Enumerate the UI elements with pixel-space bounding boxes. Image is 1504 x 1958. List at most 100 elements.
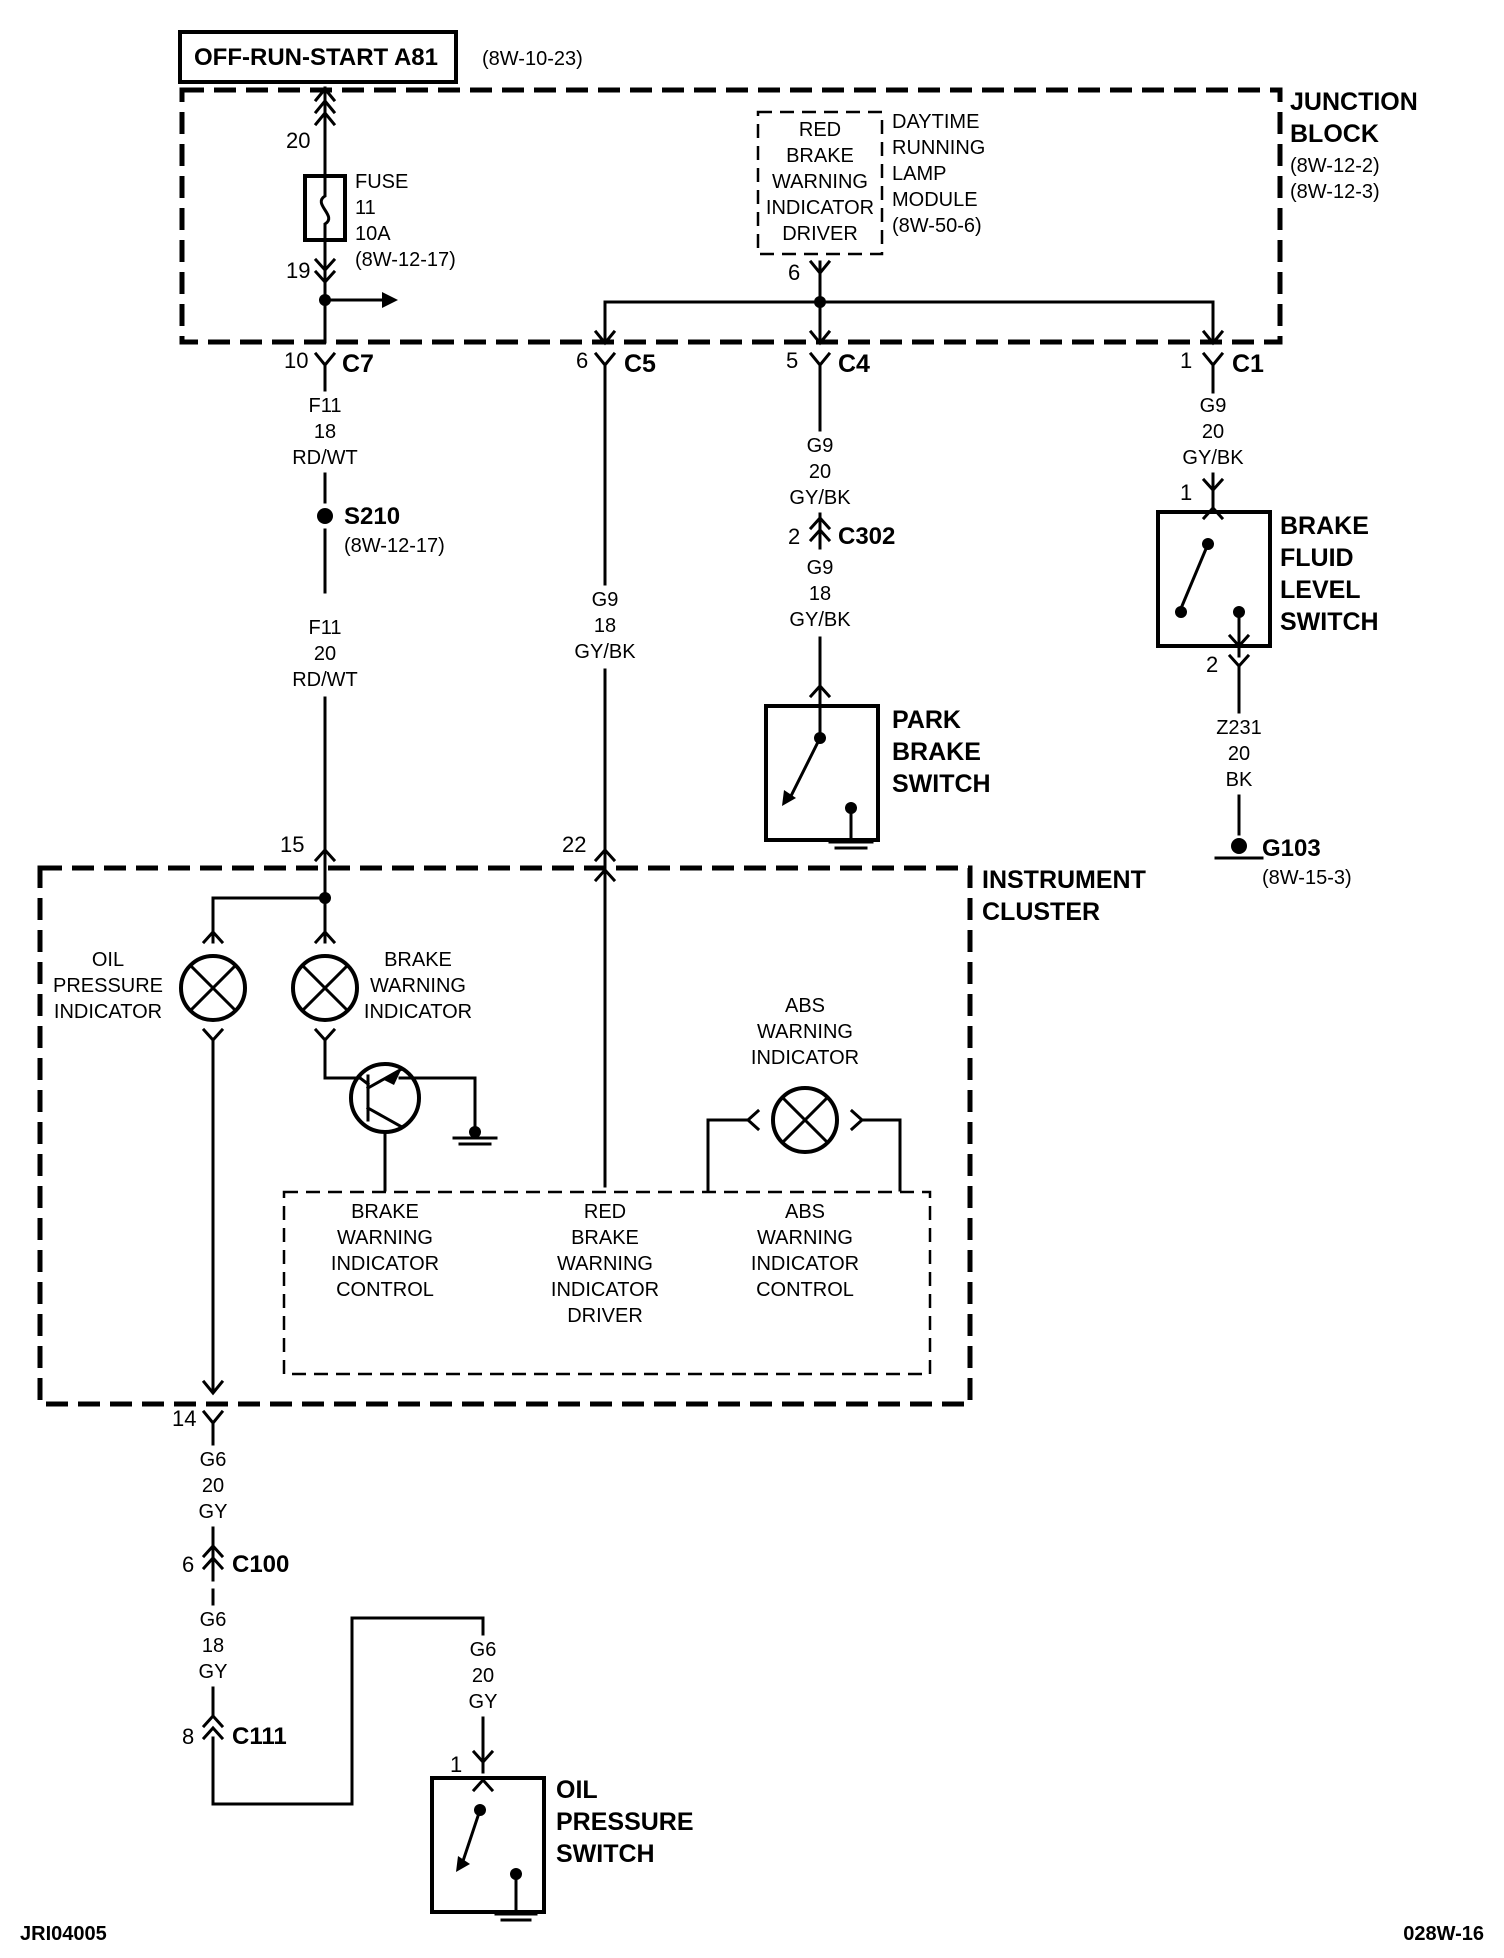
fuse-11: 20 19 FUSE 11 10A (8W-12-17) (286, 86, 456, 344)
wire-label-f11-lower: F11 20 RD/WT (292, 617, 358, 691)
connector-c7: 10 C7 (284, 348, 374, 378)
module-abs-control-line: INDICATOR (751, 1253, 859, 1275)
fuse-label-line: 11 (355, 197, 376, 219)
junction-block-ref: (8W-12-3) (1290, 181, 1380, 203)
park-brake-switch-label: PARK (892, 706, 961, 734)
wire-color: GY/BK (574, 641, 636, 663)
module-brake-control-line: BRAKE (351, 1201, 419, 1223)
park-brake-switch-label: SWITCH (892, 770, 991, 798)
oil-pressure-switch-label: OIL (556, 1776, 598, 1804)
brake-indicator-label: INDICATOR (364, 1001, 472, 1023)
wire-color: GY/BK (789, 609, 851, 631)
junction-block-title-line: JUNCTION (1290, 88, 1418, 116)
wire-code: G9 (807, 557, 834, 579)
wire-label-g9-c4-lower: G9 18 GY/BK (789, 557, 851, 631)
junction-inner-arrows (593, 329, 1225, 346)
wire-gauge: 18 (202, 1635, 224, 1657)
connector-c302-pin: 2 (788, 524, 800, 549)
oil-pressure-switch: 1 OIL PRESSURE SWITCH (430, 1749, 694, 1922)
ground-g103-ref: (8W-15-3) (1262, 867, 1352, 889)
fuse-label-line: (8W-12-17) (355, 249, 456, 271)
footer-right-code: 028W-16 (1403, 1923, 1484, 1945)
wire-code: G6 (200, 1449, 227, 1471)
brake-fluid-switch-label: FLUID (1280, 544, 1354, 572)
module-red-brake-driver: RED BRAKE WARNING INDICATOR DRIVER (551, 1201, 659, 1327)
drl-module-line: RUNNING (892, 137, 985, 159)
module-abs-control: ABS WARNING INDICATOR CONTROL (751, 1201, 859, 1301)
wire-code: G9 (1200, 395, 1227, 417)
oil-pressure-ground-icon (494, 1912, 538, 1922)
ground-g103-name: G103 (1262, 835, 1321, 862)
cluster-pin-14: 14 (172, 1406, 196, 1431)
wire-code: Z231 (1216, 717, 1262, 739)
module-abs-control-line: ABS (785, 1201, 825, 1223)
wire-color: RD/WT (292, 447, 358, 469)
oil-indicator-label: PRESSURE (53, 975, 163, 997)
connector-c4: 5 C4 (786, 348, 870, 378)
connector-c302: 2 C302 (788, 515, 895, 550)
brake-fluid-switch-label: LEVEL (1280, 576, 1361, 604)
abs-lamp-wires (706, 1118, 902, 1192)
wire-label-z231: Z231 20 BK (1216, 717, 1262, 791)
wire-label-g6-switch: G6 20 GY (469, 1639, 498, 1713)
power-source-label: OFF-RUN-START A81 (194, 44, 438, 71)
module-abs-control-line: WARNING (757, 1227, 853, 1249)
park-brake-ground-icon (828, 840, 874, 850)
junction-block-title-line: BLOCK (1290, 120, 1379, 148)
wire-color: BK (1226, 769, 1253, 791)
transistor-icon (349, 1062, 421, 1134)
brake-warning-transistor (349, 1062, 498, 1192)
wire-code: G6 (200, 1609, 227, 1631)
connector-c100: 6 C100 (182, 1543, 289, 1578)
module-red-driver-line: WARNING (557, 1253, 653, 1275)
module-brake-control: BRAKE WARNING INDICATOR CONTROL (331, 1201, 439, 1301)
drl-driver-line: WARNING (772, 171, 868, 193)
instrument-cluster-title: CLUSTER (982, 898, 1100, 926)
connector-c5: 6 C5 (576, 348, 656, 378)
drl-module-line: MODULE (892, 189, 978, 211)
wire-code: F11 (309, 617, 342, 639)
connector-c111-pin: 8 (182, 1724, 194, 1749)
module-red-driver-line: RED (584, 1201, 626, 1223)
instrument-cluster-title: INSTRUMENT (982, 866, 1146, 894)
ground-g103: G103 (8W-15-3) (1214, 835, 1352, 889)
connector-c4-pin: 5 (786, 348, 798, 373)
wire-label-g9-c1: G9 20 GY/BK (1182, 395, 1244, 469)
abs-warning-indicator: ABS WARNING INDICATOR (706, 995, 902, 1192)
g6-routing-wire (211, 1616, 485, 1806)
wire-color: GY/BK (789, 487, 851, 509)
brake-fluid-switch-label: BRAKE (1280, 512, 1369, 540)
wire-gauge: 18 (314, 421, 336, 443)
cluster-pin-15: 15 (280, 832, 304, 857)
fuse-label-line: FUSE (355, 171, 408, 193)
module-brake-control-line: WARNING (337, 1227, 433, 1249)
abs-lamp-icon (771, 1086, 839, 1154)
module-brake-control-line: INDICATOR (331, 1253, 439, 1275)
connector-c302-name: C302 (838, 523, 895, 550)
splice-s210-ref: (8W-12-17) (344, 535, 445, 557)
wire-gauge: 20 (809, 461, 831, 483)
wire-label-f11-upper: F11 18 RD/WT (292, 395, 358, 469)
drl-driver-line: DRIVER (782, 223, 858, 245)
abs-indicator-label: ABS (785, 995, 825, 1017)
junction-block-boundary (179, 87, 1283, 345)
abs-indicator-label: WARNING (757, 1021, 853, 1043)
fuse-out-connector (313, 238, 337, 344)
connector-c100-pin: 6 (182, 1552, 194, 1577)
connector-c111: 8 C111 (182, 1713, 287, 1750)
connector-c1-pin: 1 (1180, 348, 1192, 373)
drl-module: RED BRAKE WARNING INDICATOR DRIVER DAYTI… (756, 110, 985, 285)
park-brake-switch: PARK BRAKE SWITCH (764, 683, 991, 850)
drl-pin-connector (808, 259, 832, 276)
cluster-pin-14-connector (201, 1409, 225, 1426)
fuse-out-pin: 19 (286, 258, 310, 283)
splice-s210-dot (317, 508, 333, 524)
connector-c5-name: C5 (624, 350, 656, 378)
brake-fluid-level-switch: 1 2 BRAKE FLUID LEVEL SWITCH (1156, 477, 1379, 677)
wire-color: RD/WT (292, 669, 358, 691)
drl-module-line: DAYTIME (892, 111, 979, 133)
connector-c7-pin: 10 (284, 348, 308, 373)
abs-indicator-label: INDICATOR (751, 1047, 859, 1069)
park-brake-switch-blade (787, 735, 823, 801)
